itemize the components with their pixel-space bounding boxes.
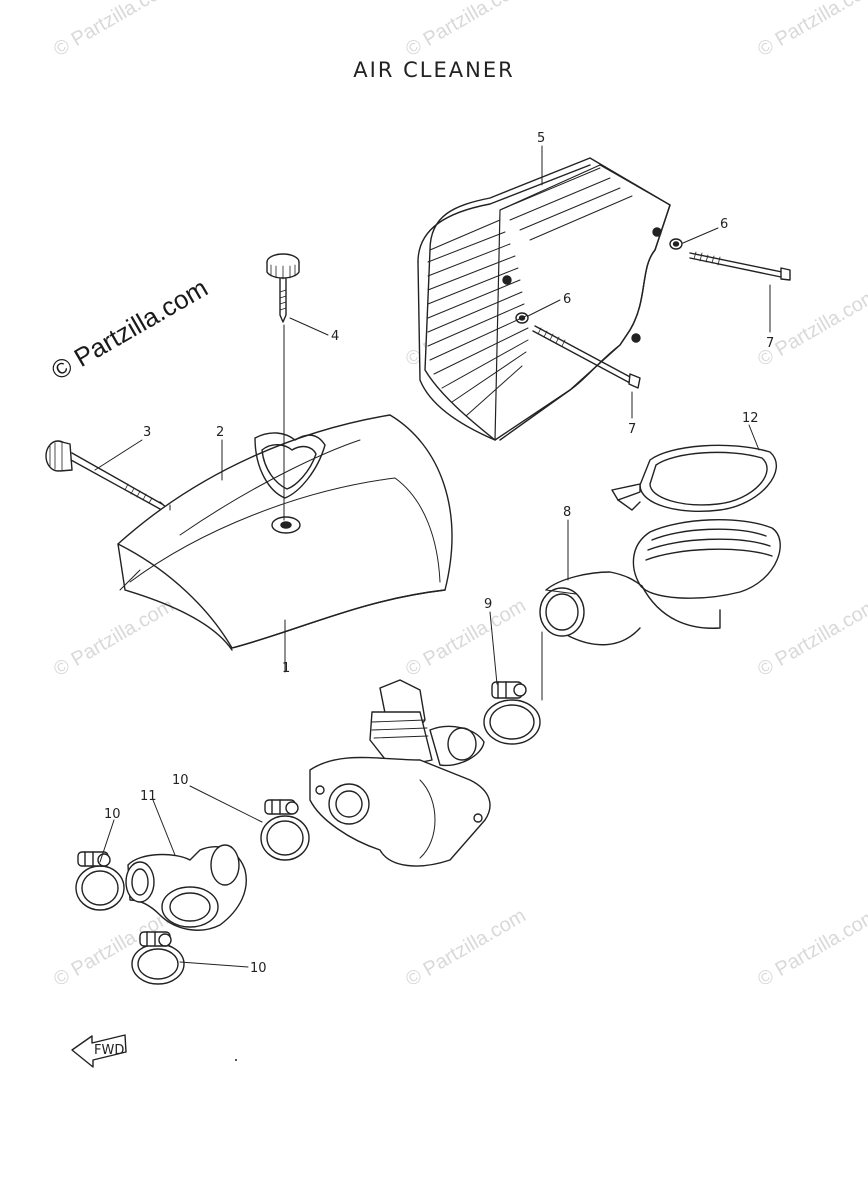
callout-7: 7 (766, 336, 774, 351)
callout-6: 6 (720, 217, 728, 232)
bolt-upper (690, 252, 790, 280)
callout-4: 4 (331, 329, 339, 344)
long-knob-screw (46, 441, 168, 509)
y-joint-11 (126, 845, 246, 930)
hose-clamp-9 (484, 682, 540, 744)
carburetor (310, 680, 490, 866)
callout-10: 10 (172, 773, 189, 788)
washer-lower (516, 313, 528, 323)
callout-11: 11 (140, 789, 157, 804)
fwd-label: FWD (94, 1043, 124, 1058)
callout-9: 9 (484, 597, 492, 612)
callout-2: 2 (216, 425, 224, 440)
speck (235, 1059, 237, 1061)
callout-1: 1 (282, 661, 290, 676)
callout-5: 5 (537, 131, 545, 146)
callout-3: 3 (143, 425, 151, 440)
hose-clamp-10-upper (261, 800, 309, 860)
knob-screw (267, 254, 299, 322)
intake-duct (540, 520, 780, 645)
bolt-lower (533, 326, 640, 388)
callout-10: 10 (104, 807, 121, 822)
air-filter-element (418, 158, 670, 440)
washer-upper (670, 239, 682, 249)
leader-lines (95, 146, 770, 967)
hose-clamp-10-left (76, 852, 124, 910)
callout-12: 12 (742, 411, 759, 426)
fwd-arrow-icon: FWD (72, 1035, 126, 1067)
diagram-title: AIR CLEANER (353, 58, 515, 82)
gasket-ring (612, 445, 776, 511)
hose-clamp-10-bottom (132, 932, 184, 984)
air-cleaner-case (118, 415, 452, 650)
callout-10: 10 (250, 961, 267, 976)
callout-8: 8 (563, 505, 571, 520)
callout-7: 7 (628, 422, 636, 437)
callout-6: 6 (563, 292, 571, 307)
